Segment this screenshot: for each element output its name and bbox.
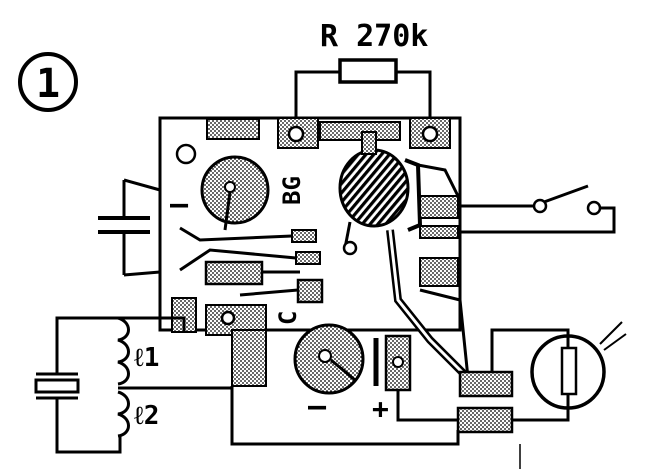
capacitor-c <box>296 278 324 304</box>
pad-strip-lower <box>231 329 267 387</box>
lamp <box>490 321 627 422</box>
transistor-bg <box>338 131 423 256</box>
plus-label: + <box>372 392 389 425</box>
wire-coil-top <box>118 316 186 332</box>
minus-label-bottom: – <box>308 389 327 424</box>
pad-switch <box>419 195 459 219</box>
pad-top-middle <box>319 121 401 141</box>
wire-top-strip <box>417 163 460 197</box>
coil-l2 <box>117 390 130 438</box>
coil-label-2: ℓ2 <box>134 401 159 431</box>
wire-bottom <box>230 386 460 446</box>
strip-right <box>419 288 470 379</box>
minus-label-top: – <box>170 187 189 222</box>
coil-l1 <box>117 316 130 386</box>
transistor-label: BG <box>278 176 306 205</box>
switch <box>458 184 616 234</box>
capacitor-lower <box>293 323 365 395</box>
wire-plus <box>396 390 458 422</box>
strip-main-inner <box>388 229 472 382</box>
capacitor-left <box>98 178 161 277</box>
wire-coil-bottom <box>118 436 122 454</box>
pad-lamp-top <box>458 370 514 398</box>
pad-right-lower <box>419 257 459 287</box>
solder-point <box>287 125 305 143</box>
coil-label-1: ℓ1 <box>134 343 159 373</box>
resistor-r <box>294 58 432 131</box>
mounting-hole <box>175 143 197 165</box>
pad-right-mid <box>419 225 459 239</box>
figure-number: 1 <box>36 61 60 107</box>
pad-lamp-bottom <box>456 406 514 434</box>
solder-point <box>220 310 236 326</box>
capacitor-label: C <box>274 311 302 325</box>
pad-top-left <box>206 118 260 140</box>
figure-number-badge: 1 <box>18 52 78 112</box>
resistor-label: R 270k <box>320 19 428 54</box>
solder-point <box>421 125 439 143</box>
battery-terminal <box>373 334 412 392</box>
diode <box>179 226 321 272</box>
pad-c-left <box>204 260 264 286</box>
crystal <box>34 316 118 454</box>
capacitor-upper <box>200 155 270 231</box>
